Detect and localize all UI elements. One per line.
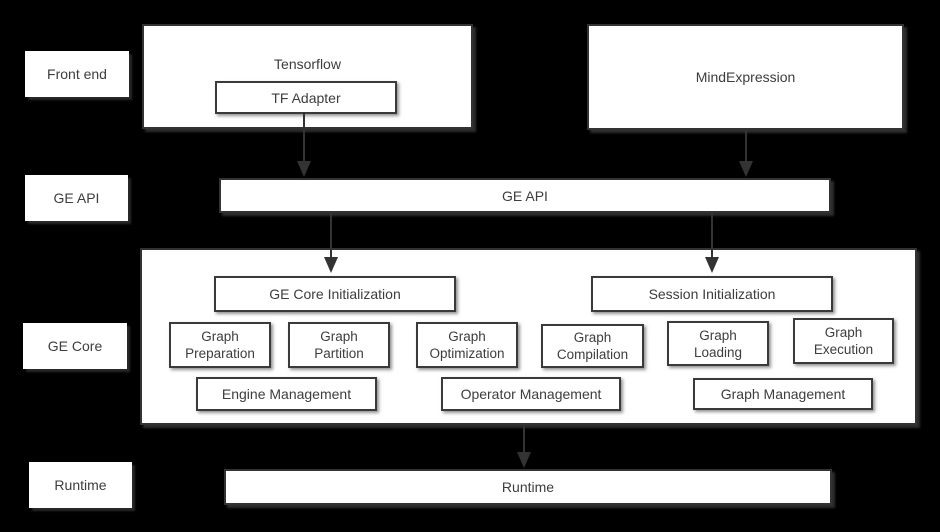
- session-initialization-box: Session Initialization: [591, 276, 833, 312]
- ge-core-box: GE Core Initialization Session Initializ…: [140, 248, 917, 425]
- graph-loading-box: Graph Loading: [667, 321, 769, 366]
- arrow-head-icon: [739, 161, 753, 177]
- graph-execution-box: Graph Execution: [793, 318, 894, 364]
- graph-compilation-box: Graph Compilation: [541, 324, 644, 368]
- arrow-head-icon: [705, 257, 719, 273]
- arrow-head-icon: [297, 161, 311, 177]
- layer-label-runtime: Runtime: [29, 462, 132, 508]
- tensorflow-box: Tensorflow TF Adapter: [142, 24, 473, 129]
- arrow-head-icon: [517, 452, 531, 468]
- ge-core-initialization-box: GE Core Initialization: [214, 276, 456, 312]
- engine-management-box: Engine Management: [196, 377, 377, 411]
- operator-management-box: Operator Management: [441, 377, 621, 411]
- tf-adapter-box: TF Adapter: [215, 81, 397, 114]
- graph-optimization-box: Graph Optimization: [416, 322, 518, 368]
- arrow-line: [745, 130, 747, 162]
- graph-partition-box: Graph Partition: [288, 322, 390, 368]
- layer-label-ge-core: GE Core: [23, 323, 127, 369]
- tensorflow-label: Tensorflow: [274, 56, 341, 72]
- arrow-line: [711, 213, 713, 258]
- graph-management-box: Graph Management: [693, 378, 873, 410]
- arrow-line: [330, 213, 332, 258]
- arrow-head-icon: [324, 257, 338, 273]
- graph-preparation-box: Graph Preparation: [169, 322, 271, 368]
- runtime-bar: Runtime: [224, 469, 832, 505]
- layer-label-front-end: Front end: [25, 51, 129, 97]
- mindexpression-box: MindExpression: [587, 24, 904, 130]
- arrow-line: [303, 112, 305, 162]
- arrow-line: [523, 425, 525, 453]
- layer-label-ge-api: GE API: [25, 175, 128, 221]
- ge-api-bar: GE API: [219, 178, 831, 213]
